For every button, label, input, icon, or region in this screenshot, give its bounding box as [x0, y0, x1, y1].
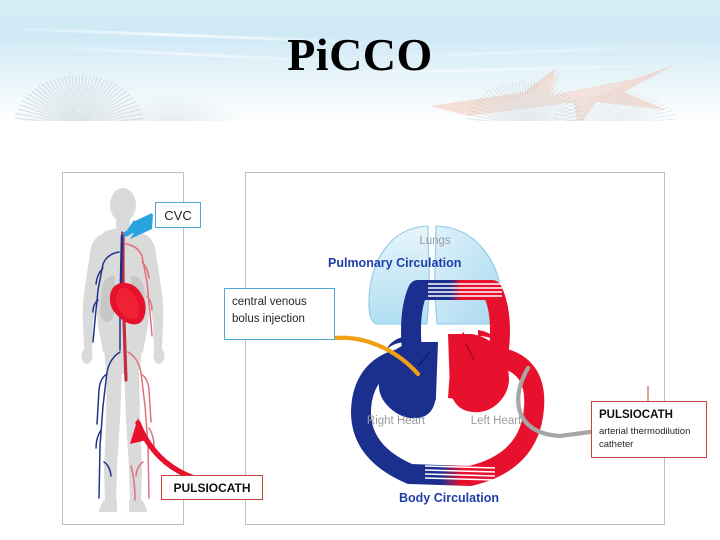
slide-header-banner: [0, 0, 720, 121]
central-venous-line1: central venous: [232, 296, 307, 308]
pulsiocath-left-callout[interactable]: PULSIOCATH: [161, 475, 263, 500]
cvc-callout[interactable]: CVC: [155, 202, 201, 228]
pulsiocath-right-title: PULSIOCATH: [599, 409, 673, 421]
starfish-decoration: [430, 64, 676, 121]
circulation-schematic-panel: [245, 172, 665, 525]
cvc-callout-label: CVC: [164, 207, 192, 223]
page-title: PiCCO: [287, 29, 433, 80]
pulsiocath-left-label: PULSIOCATH: [173, 480, 251, 495]
pulsiocath-right-line2: catheter: [599, 439, 634, 451]
central-venous-line2: bolus injection: [232, 312, 305, 325]
pulsiocath-right-line1: arterial thermodilution: [599, 425, 691, 437]
pulsiocath-right-callout[interactable]: PULSIOCATH arterial thermodilution cathe…: [591, 401, 707, 458]
central-venous-callout[interactable]: central venous bolus injection: [224, 288, 335, 340]
